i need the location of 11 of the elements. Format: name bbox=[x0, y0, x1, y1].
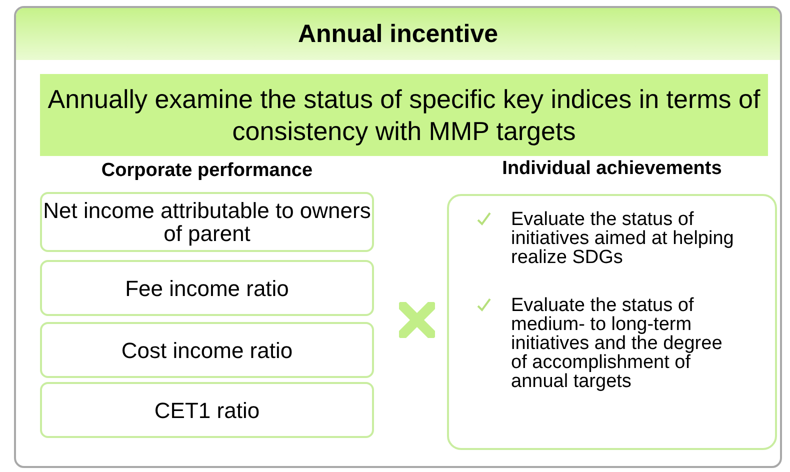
summary-banner: Annually examine the status of specific key indices in terms of consistency with MMP targets bbox=[40, 74, 768, 156]
metric-box: Net income attributable to owners of parent bbox=[40, 192, 374, 252]
metric-box: CET1 ratio bbox=[40, 382, 374, 438]
metric-box: Cost income ratio bbox=[40, 322, 374, 378]
incentive-panel bbox=[14, 6, 782, 468]
panel-heading: Annual incentive bbox=[16, 8, 780, 60]
column-heading: Individual achievements bbox=[501, 158, 723, 181]
column-heading: Corporate performance bbox=[100, 160, 314, 183]
bullet-text: Evaluate the status of medium- to long-term initiatives and the degree of accomplishment of annual targets bbox=[511, 296, 724, 391]
metric-box: Fee income ratio bbox=[40, 260, 374, 316]
bullet-text: Evaluate the status of initiatives aimed at helping realize SDGs bbox=[511, 210, 735, 267]
